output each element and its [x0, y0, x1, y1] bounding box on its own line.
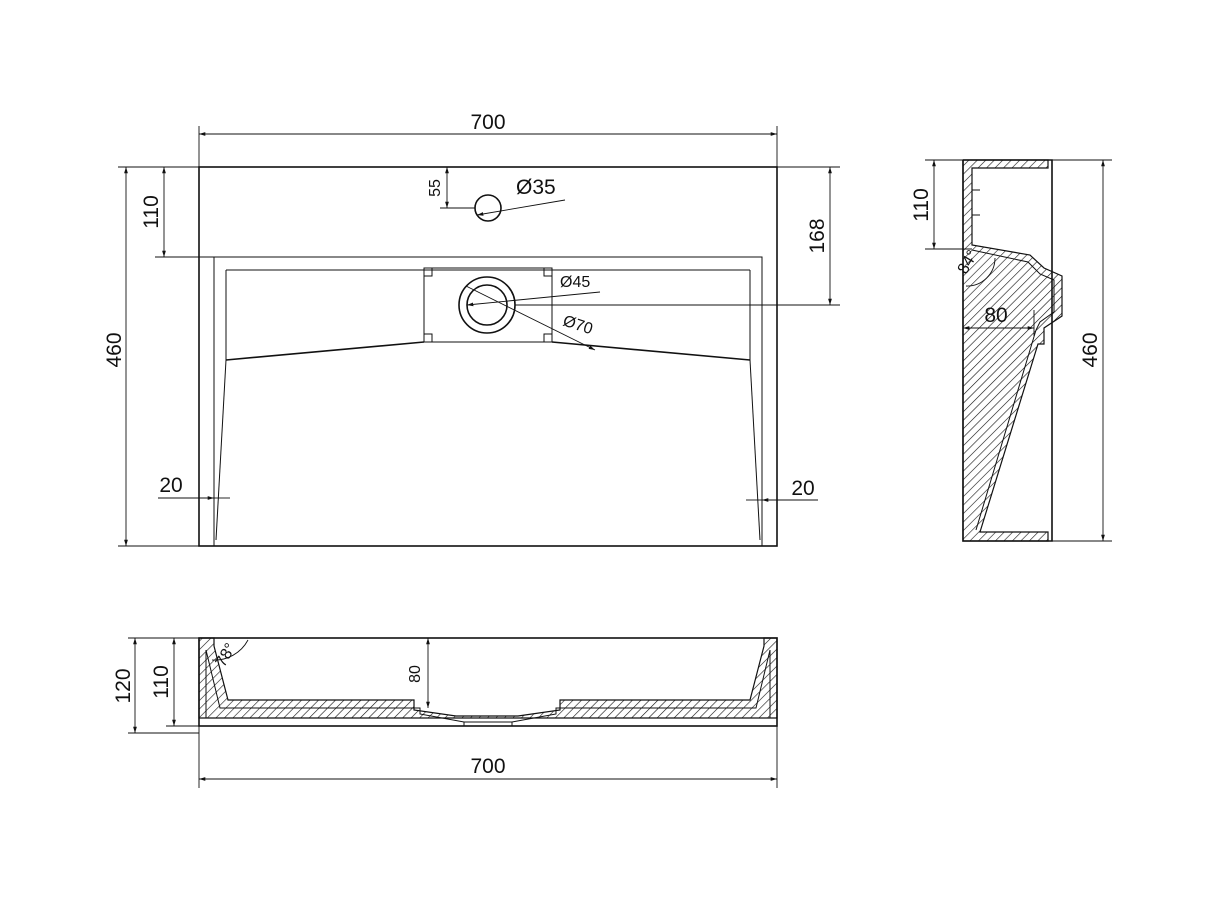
- top-width-label: 700: [470, 111, 505, 134]
- front-section-wall: [198, 637, 778, 719]
- front-total-height-label: 120: [112, 668, 135, 703]
- side-tap-offset-label: 110: [910, 188, 933, 221]
- front-width-label: 700: [470, 755, 505, 778]
- front-inner-height-label: 110: [150, 665, 173, 698]
- drain-inner-circle: [466, 284, 508, 326]
- side-drain-depth-label: 80: [984, 304, 1007, 327]
- tap-hole: [474, 194, 502, 222]
- drain-inner-dia-label: Ø45: [560, 274, 590, 291]
- side-view: 110 84° 80 460: [910, 159, 1112, 542]
- top-view: 700 460 110 168 55 Ø35 Ø45 Ø70 20: [103, 111, 840, 547]
- front-drain-depth-label: 80: [407, 665, 424, 683]
- tap-hole-dist-label: 55: [427, 179, 444, 197]
- top-bowl-offset-label: 168: [806, 218, 829, 253]
- top-depth-label: 460: [103, 332, 126, 367]
- wall-right-label: 20: [791, 477, 814, 500]
- top-tap-offset-label: 110: [140, 195, 163, 228]
- side-depth-label: 460: [1079, 332, 1102, 367]
- front-view: 120 110 78° 80 700: [112, 637, 778, 788]
- bowl-outline: [213, 256, 763, 546]
- side-section-wall: [962, 159, 1063, 542]
- wall-left-label: 20: [159, 474, 182, 497]
- drain-outer-dia-label: Ø70: [561, 313, 595, 339]
- tap-hole-dia-label: Ø35: [516, 176, 556, 199]
- top-view-outline: [198, 166, 778, 547]
